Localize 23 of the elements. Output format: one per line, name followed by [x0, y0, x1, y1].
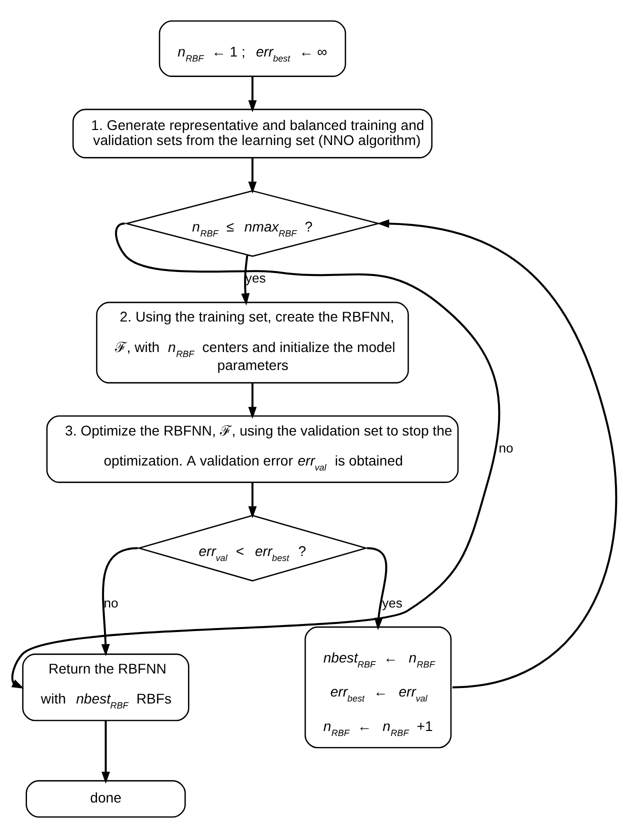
node-diamond: n$_{RBF}$ ≤ nmax$_{RBF}$ ? — [124, 190, 382, 256]
arrow — [366, 546, 388, 630]
node-box: Return the RBFNN with nbest$_{RBF}$ RBFs — [22, 653, 190, 721]
node-diamond: err$_{val}$ < err$_{best}$ ? — [136, 514, 368, 581]
arrow — [11, 222, 500, 688]
arrow — [101, 546, 138, 656]
arrow — [241, 254, 250, 305]
edge-label: yes — [245, 270, 266, 286]
node-box: 3. Optimize the RBFNN, ℱ, using the validation set to stop the optimization. A validation error err$_{val}$ is obtained — [46, 414, 459, 482]
arrow — [248, 382, 257, 418]
node-box: 1. Generate representative and balanced training and validation sets from the learning set (NNO algorithm) — [72, 108, 433, 158]
edge-label: yes — [382, 594, 402, 610]
edge-label: no — [498, 440, 514, 456]
node-box: n$_{RBF}$ ← 1 ; err$_{best}$ ← ∞ — [158, 20, 346, 76]
node-box: nbest$_{RBF}$ ← n$_{RBF}$ err$_{best}$ ← err$_{val}$ n$_{RBF}$ ← n$_{RBF}$ +1 — [304, 626, 452, 748]
node-box: 2. Using the training set, create the RBFNN, ℱ, with n$_{RBF}$ centers and initialize the model parameters — [96, 301, 409, 383]
arrow — [248, 158, 257, 194]
arrow — [377, 218, 617, 688]
arrow — [248, 76, 257, 112]
arrow — [248, 482, 257, 518]
edge-label: no — [104, 594, 118, 610]
node-box: done — [26, 780, 186, 818]
arrow — [102, 720, 110, 784]
